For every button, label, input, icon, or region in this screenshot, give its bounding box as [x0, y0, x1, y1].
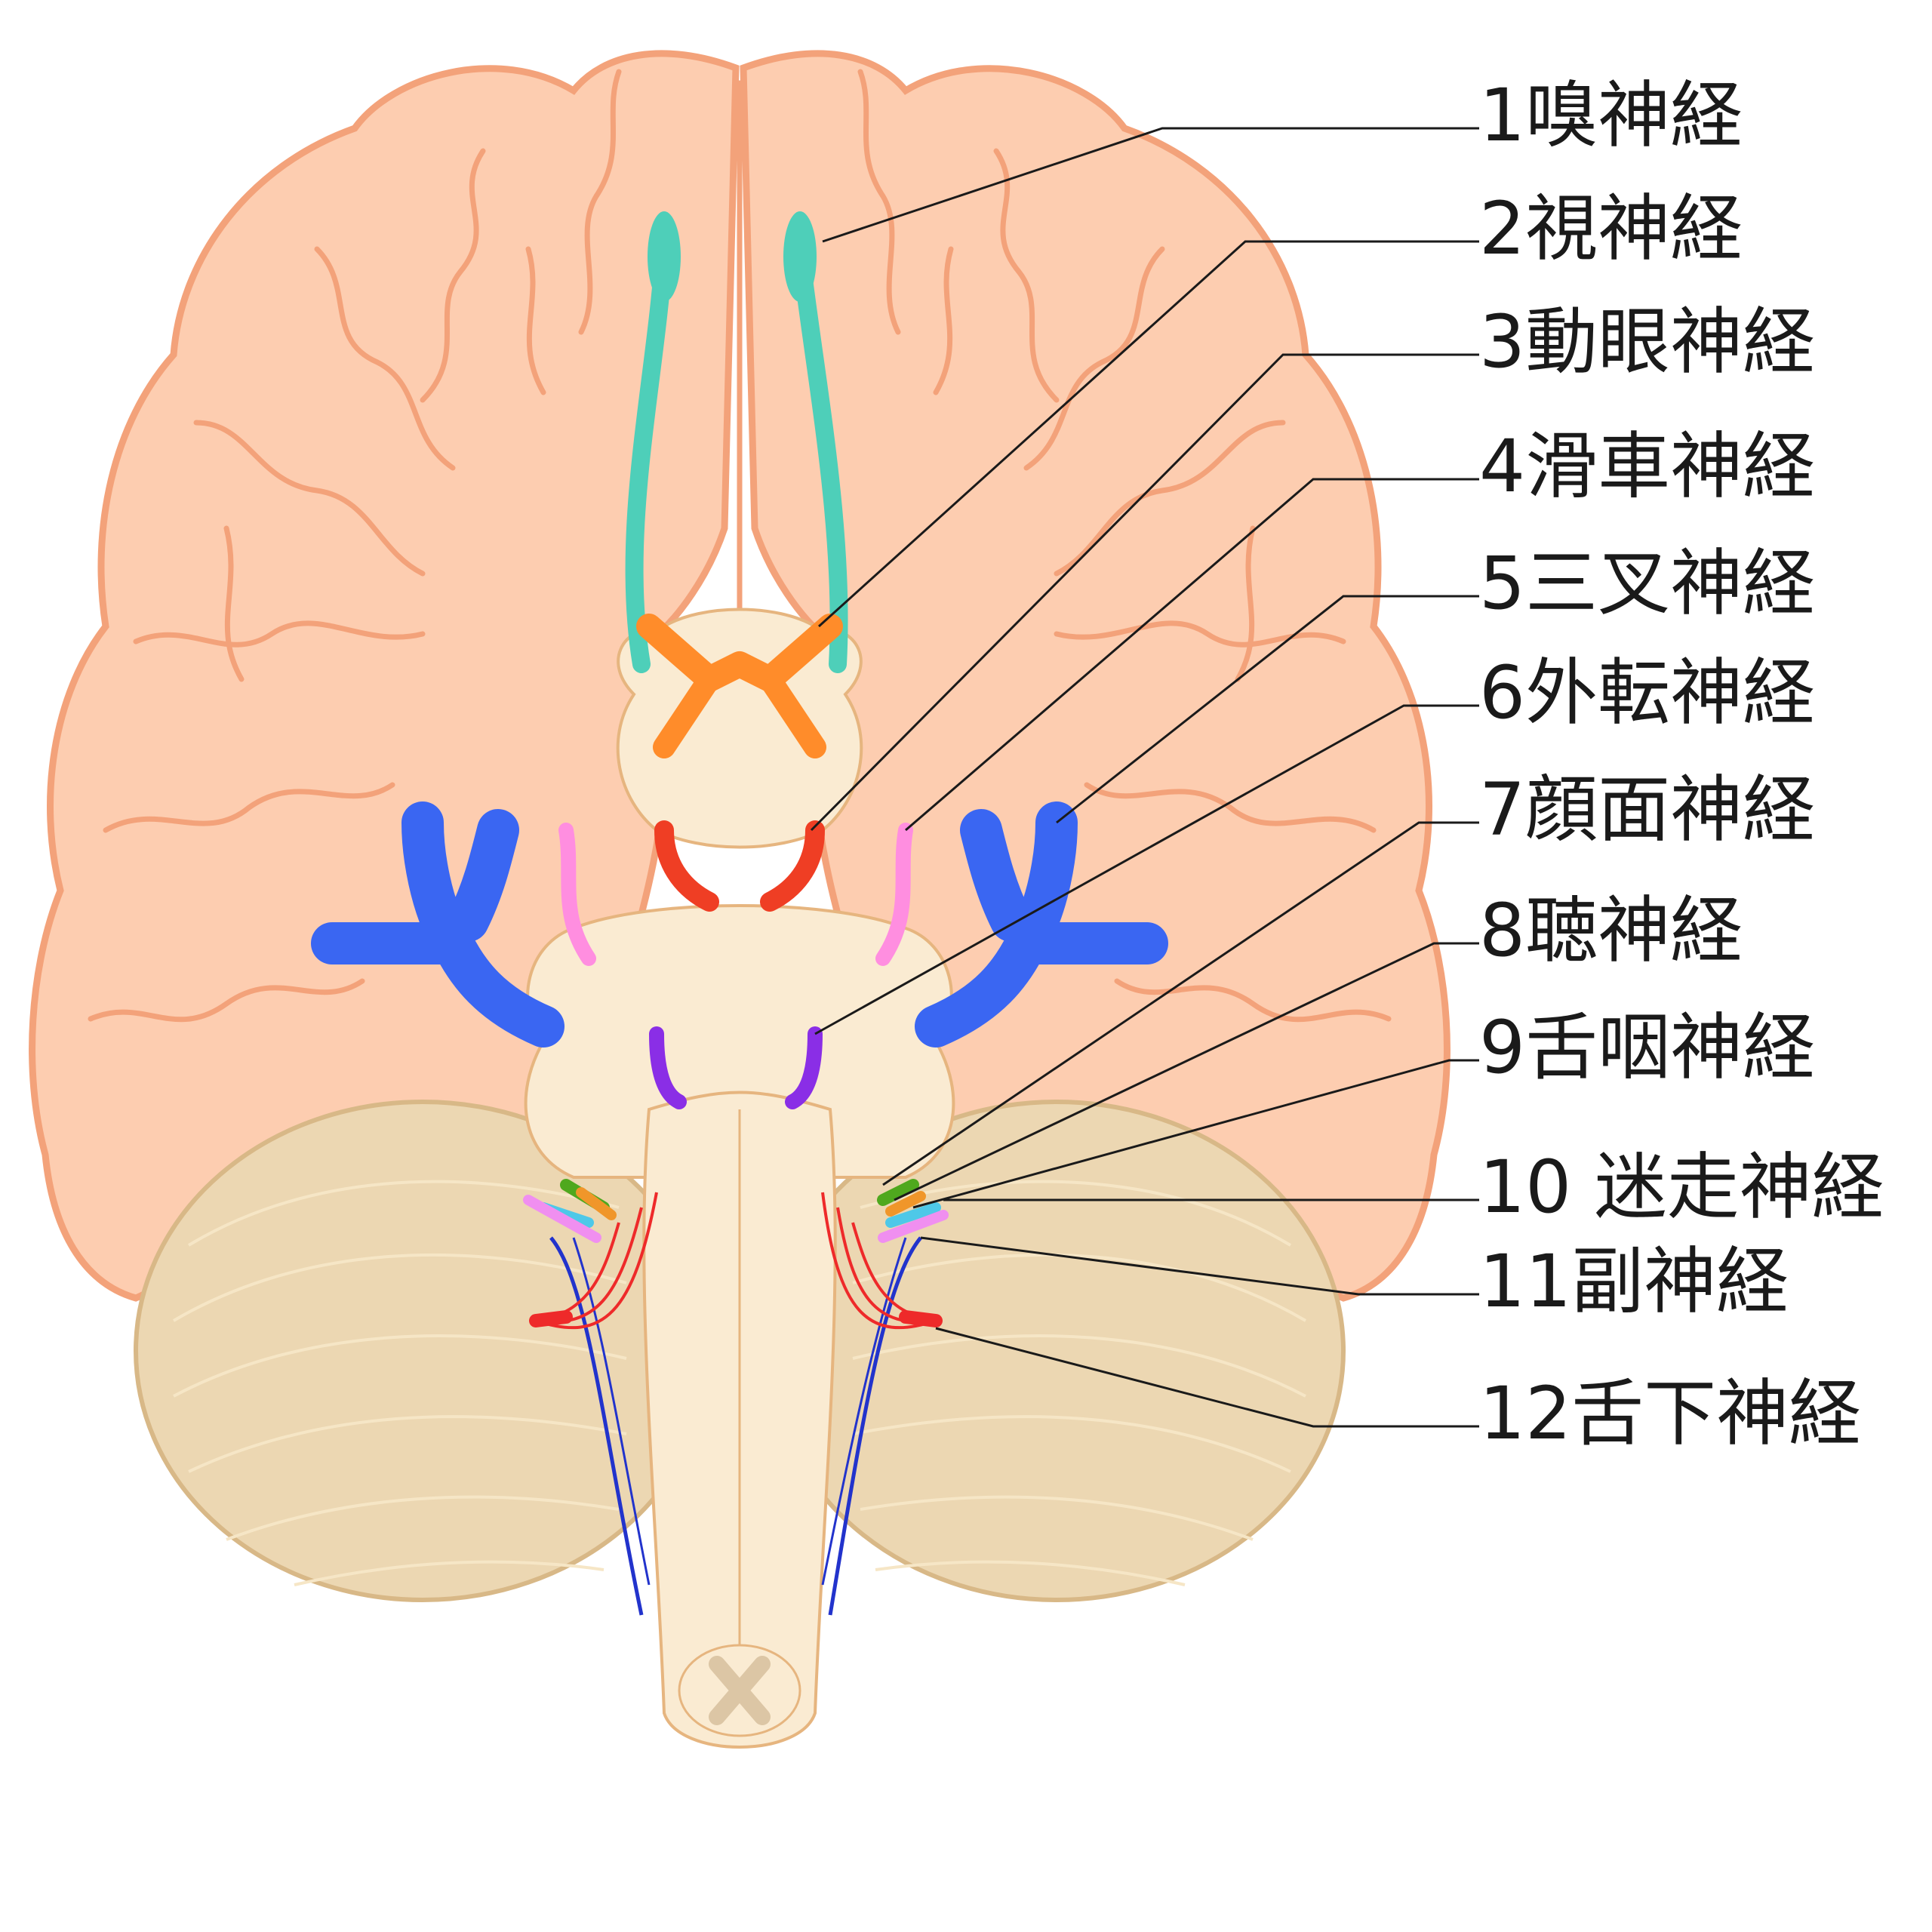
label-abducens-nerve: 6外転神経 — [1479, 651, 1815, 735]
label-trigeminal-nerve: 5三叉神経 — [1479, 541, 1815, 626]
nerve-1-olfactory — [625, 211, 848, 673]
label-optic-nerve: 2視神経 — [1479, 186, 1743, 271]
label-trochlear-nerve: 4滑車神経 — [1479, 424, 1815, 509]
label-glossopharyngeal-nerve: 9舌咽神経 — [1479, 1005, 1815, 1090]
nerve-5-trigeminal — [311, 801, 1168, 1048]
label-vagus-nerve: 10 迷走神経 — [1479, 1145, 1884, 1229]
label-facial-nerve: 7顔面神経 — [1479, 768, 1815, 852]
label-olfactory-nerve: 1嗅神経 — [1479, 73, 1743, 158]
nerve-labels: 1嗅神経 2視神経 3動眼神経 4滑車神経 5三叉神経 6外転神経 7顔面神経 … — [1479, 73, 1884, 1456]
label-accessory-nerve: 11副神経 — [1479, 1239, 1789, 1324]
nerve-3-oculomotor — [654, 820, 825, 912]
label-oculomotor-nerve: 3動眼神経 — [1479, 300, 1815, 384]
label-auditory-nerve: 8聴神経 — [1479, 888, 1743, 973]
leader-lines — [810, 127, 1479, 1428]
nerve-6-abducens — [649, 1026, 823, 1109]
nerves-7-to-12 — [523, 1179, 949, 1616]
nerve-2-optic — [636, 614, 843, 758]
nerve-4-trochlear — [558, 823, 913, 966]
label-hypoglossal-nerve: 12舌下神経 — [1479, 1371, 1861, 1456]
